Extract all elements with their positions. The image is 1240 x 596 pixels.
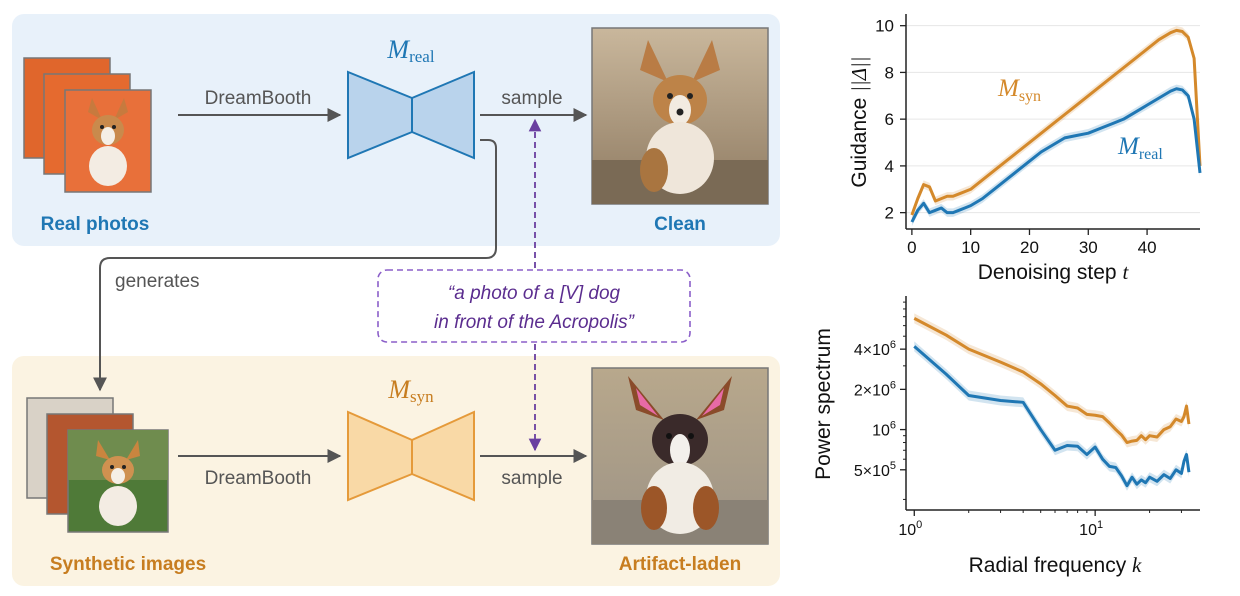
model-real-label: Mreal [386, 35, 434, 66]
model-syn-icon [347, 410, 475, 502]
y-tick-label: 2 [885, 204, 894, 223]
y-tick-label: 106 [872, 420, 896, 440]
prompt-box [377, 269, 691, 343]
guidance-gridlines [906, 25, 1200, 214]
real-photos-stack [23, 57, 152, 193]
x-tick-label: 100 [898, 519, 922, 539]
guidance-y-axis-label: Guidance ||Δ|| [847, 56, 871, 187]
model-syn-label: Msyn [387, 375, 434, 406]
guidance-series-lines [910, 28, 1202, 223]
legend-msyn-label: Msyn [997, 75, 1041, 105]
real-dreambooth-label: DreamBooth [205, 88, 312, 109]
spectrum-y-axis-label: Power spectrum [812, 328, 835, 480]
real-pipeline-panel: Real photos DreamBooth Mreal sample Cle [12, 14, 780, 246]
spectrum-series-lines [913, 317, 1191, 488]
y-tick-label: 4×106 [854, 339, 896, 359]
corgi-puppy-picture [88, 98, 128, 186]
real-photos-label: Real photos [41, 214, 150, 235]
y-tick-label: 8 [885, 63, 894, 82]
series-line-m_syn [910, 28, 1202, 216]
synthetic-images-stack [26, 397, 169, 533]
artifact-output-label: Artifact-laden [619, 554, 741, 575]
synthetic-pipeline-panel: Synthetic images DreamBooth Msyn sample [12, 356, 780, 586]
x-tick-label: 40 [1138, 238, 1157, 257]
guidance-chart: 2 4 6 8 10 0 10 20 30 40 Guidance ||Δ|| Denoising… [847, 14, 1202, 284]
x-tick-label: 101 [1079, 519, 1103, 539]
spectrum-ticks: 5×105 106 2×106 4×106 100 101 [854, 301, 1182, 539]
y-tick-label: 2×106 [854, 379, 896, 399]
series-band-m_real [911, 84, 1200, 227]
x-tick-label: 30 [1079, 238, 1098, 257]
prompt-text-line2: in front of the Acropolis” [434, 312, 636, 333]
y-tick-label: 4 [885, 157, 894, 176]
generates-label: generates [115, 271, 200, 292]
prompt-text-line1: “a photo of a [V] dog [448, 283, 621, 304]
series-line-m_syn [913, 317, 1191, 445]
y-tick-label: 5×105 [854, 460, 896, 480]
series-band-m_real [914, 341, 1189, 491]
syn-sample-label: sample [501, 468, 562, 489]
x-tick-label: 0 [907, 238, 916, 257]
series-line-m_real [910, 87, 1202, 223]
synthetic-images-label: Synthetic images [50, 554, 206, 575]
syn-dreambooth-label: DreamBooth [205, 468, 312, 489]
series-line-m_real [913, 345, 1191, 488]
generates-connector-arrow [93, 139, 497, 392]
guidance-x-axis-label: Denoising step t [978, 260, 1130, 284]
model-real-icon [347, 70, 475, 160]
clean-output-label: Clean [654, 214, 706, 235]
y-tick-label: 10 [875, 17, 894, 36]
x-tick-label: 20 [1020, 238, 1039, 257]
legend-mreal-label: Mreal [1117, 133, 1163, 163]
x-tick-label: 10 [961, 238, 980, 257]
real-sample-label: sample [501, 88, 562, 109]
corgi-puppy-picture [96, 440, 140, 526]
clean-output-image [591, 27, 769, 205]
y-tick-label: 6 [885, 110, 894, 129]
artifact-output-image [591, 367, 769, 545]
guidance-ticks: 2 4 6 8 10 0 10 20 30 40 [875, 17, 1156, 257]
spectrum-x-axis-label: Radial frequency k [969, 553, 1142, 577]
